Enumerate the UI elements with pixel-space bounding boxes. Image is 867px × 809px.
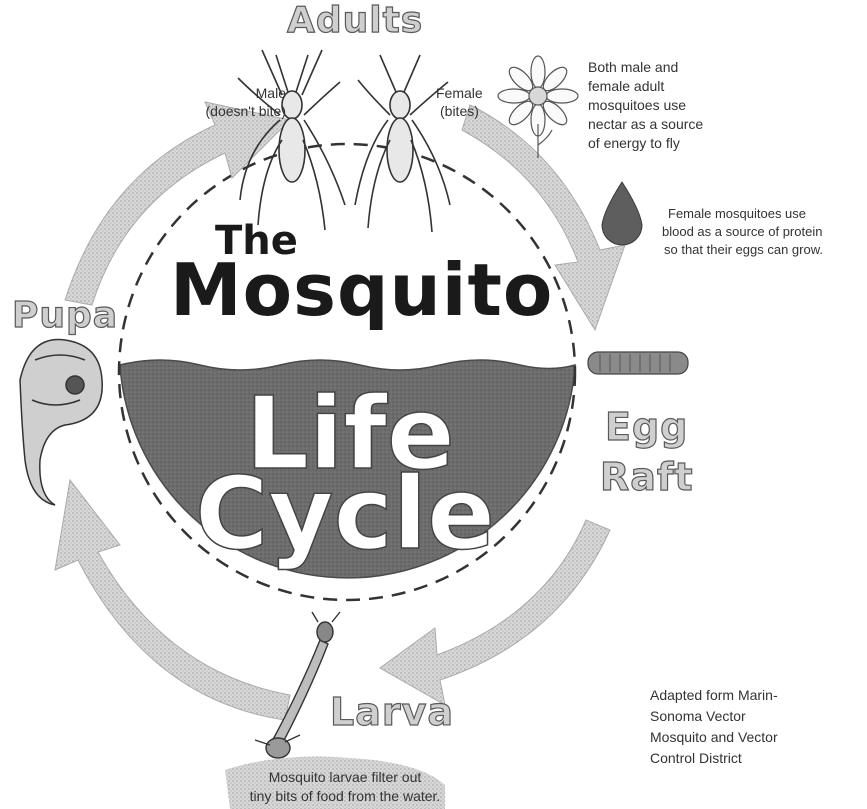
stage-label-egg-raft-line2: Raft bbox=[600, 455, 694, 499]
nectar-note-line: of energy to fly bbox=[588, 134, 703, 153]
credit-line: Adapted form Marin- bbox=[650, 685, 778, 706]
nectar-note-line: nectar as a source bbox=[588, 115, 703, 134]
stage-label-adults: Adults bbox=[287, 0, 423, 41]
female-note: (bites) bbox=[440, 102, 479, 121]
larvae-note-line: tiny bits of food from the water. bbox=[215, 787, 475, 806]
credit-line: Sonoma Vector bbox=[650, 706, 778, 727]
egg-raft-icon bbox=[588, 352, 688, 374]
larvae-note-line: Mosquito larvae filter out bbox=[215, 768, 475, 787]
blood-note-line: so that their eggs can grow. bbox=[662, 241, 823, 259]
nectar-note-line: female adult bbox=[588, 77, 703, 96]
blood-note-line: Female mosquitoes use bbox=[662, 205, 823, 223]
stage-label-larva: Larva bbox=[330, 690, 454, 734]
blood-note: Female mosquitoes use blood as a source … bbox=[662, 205, 823, 259]
stage-label-pupa: Pupa bbox=[12, 295, 118, 336]
larvae-note: Mosquito larvae filter out tiny bits of … bbox=[215, 768, 475, 806]
nectar-note: Both male and female adult mosquitoes us… bbox=[588, 58, 703, 153]
pupa-icon bbox=[20, 340, 102, 506]
blood-note-line: blood as a source of protein bbox=[662, 223, 823, 241]
male-label: Male bbox=[206, 84, 286, 103]
female-mosquito-icon bbox=[355, 55, 450, 232]
blood-drop-icon bbox=[602, 182, 642, 245]
title-cycle: Cycle bbox=[195, 455, 495, 572]
title-mosquito: Mosquito bbox=[170, 248, 530, 332]
source-credit: Adapted form Marin- Sonoma Vector Mosqui… bbox=[650, 685, 778, 769]
female-label: Female bbox=[436, 84, 483, 103]
stage-label-egg-raft-line1: Egg bbox=[605, 405, 688, 449]
nectar-note-line: Both male and bbox=[588, 58, 703, 77]
larva-icon bbox=[255, 612, 340, 758]
nectar-note-line: mosquitoes use bbox=[588, 96, 703, 115]
male-note: (doesn't bite) bbox=[160, 102, 286, 121]
credit-line: Control District bbox=[650, 748, 778, 769]
credit-line: Mosquito and Vector bbox=[650, 727, 778, 748]
